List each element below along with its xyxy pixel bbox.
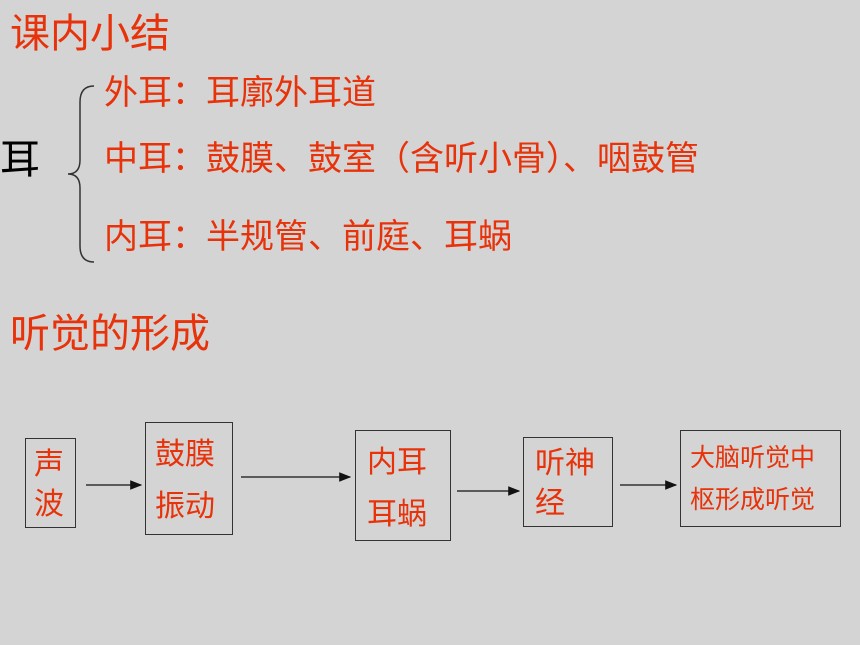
flow-box-inner-ear: 内耳 耳蜗 [355, 430, 451, 541]
flow-box-auditory-nerve: 听神 经 [523, 437, 613, 527]
box-line: 经 [535, 486, 565, 521]
box-line: 波 [34, 487, 64, 522]
middle-ear-text: 中耳：鼓膜、鼓室（含听小骨）、咽鼓管 [104, 139, 699, 179]
box-line: 振动 [155, 489, 215, 524]
inner-ear-text: 内耳：半规管、前庭、耳蜗 [104, 217, 512, 257]
box-line: 鼓膜 [155, 437, 215, 472]
curly-brace [67, 85, 95, 263]
flow-box-brain-auditory-center: 大脑听觉中 枢形成听觉 [680, 430, 841, 527]
summary-heading: 课内小结 [10, 11, 170, 57]
box-line: 大脑听觉中 [690, 443, 816, 472]
hearing-formation-heading: 听觉的形成 [10, 311, 210, 357]
flow-box-eardrum-vibration: 鼓膜 振动 [145, 422, 233, 535]
outer-ear-text: 外耳：耳廓外耳道 [104, 73, 376, 113]
box-line: 内耳 [367, 445, 427, 480]
box-line: 声 [34, 447, 64, 482]
ear-label: 耳 [0, 137, 40, 183]
flow-box-sound-wave: 声 波 [25, 438, 76, 528]
box-line: 听神 [535, 446, 595, 481]
box-line: 枢形成听觉 [690, 485, 816, 514]
box-line: 耳蜗 [367, 497, 427, 532]
